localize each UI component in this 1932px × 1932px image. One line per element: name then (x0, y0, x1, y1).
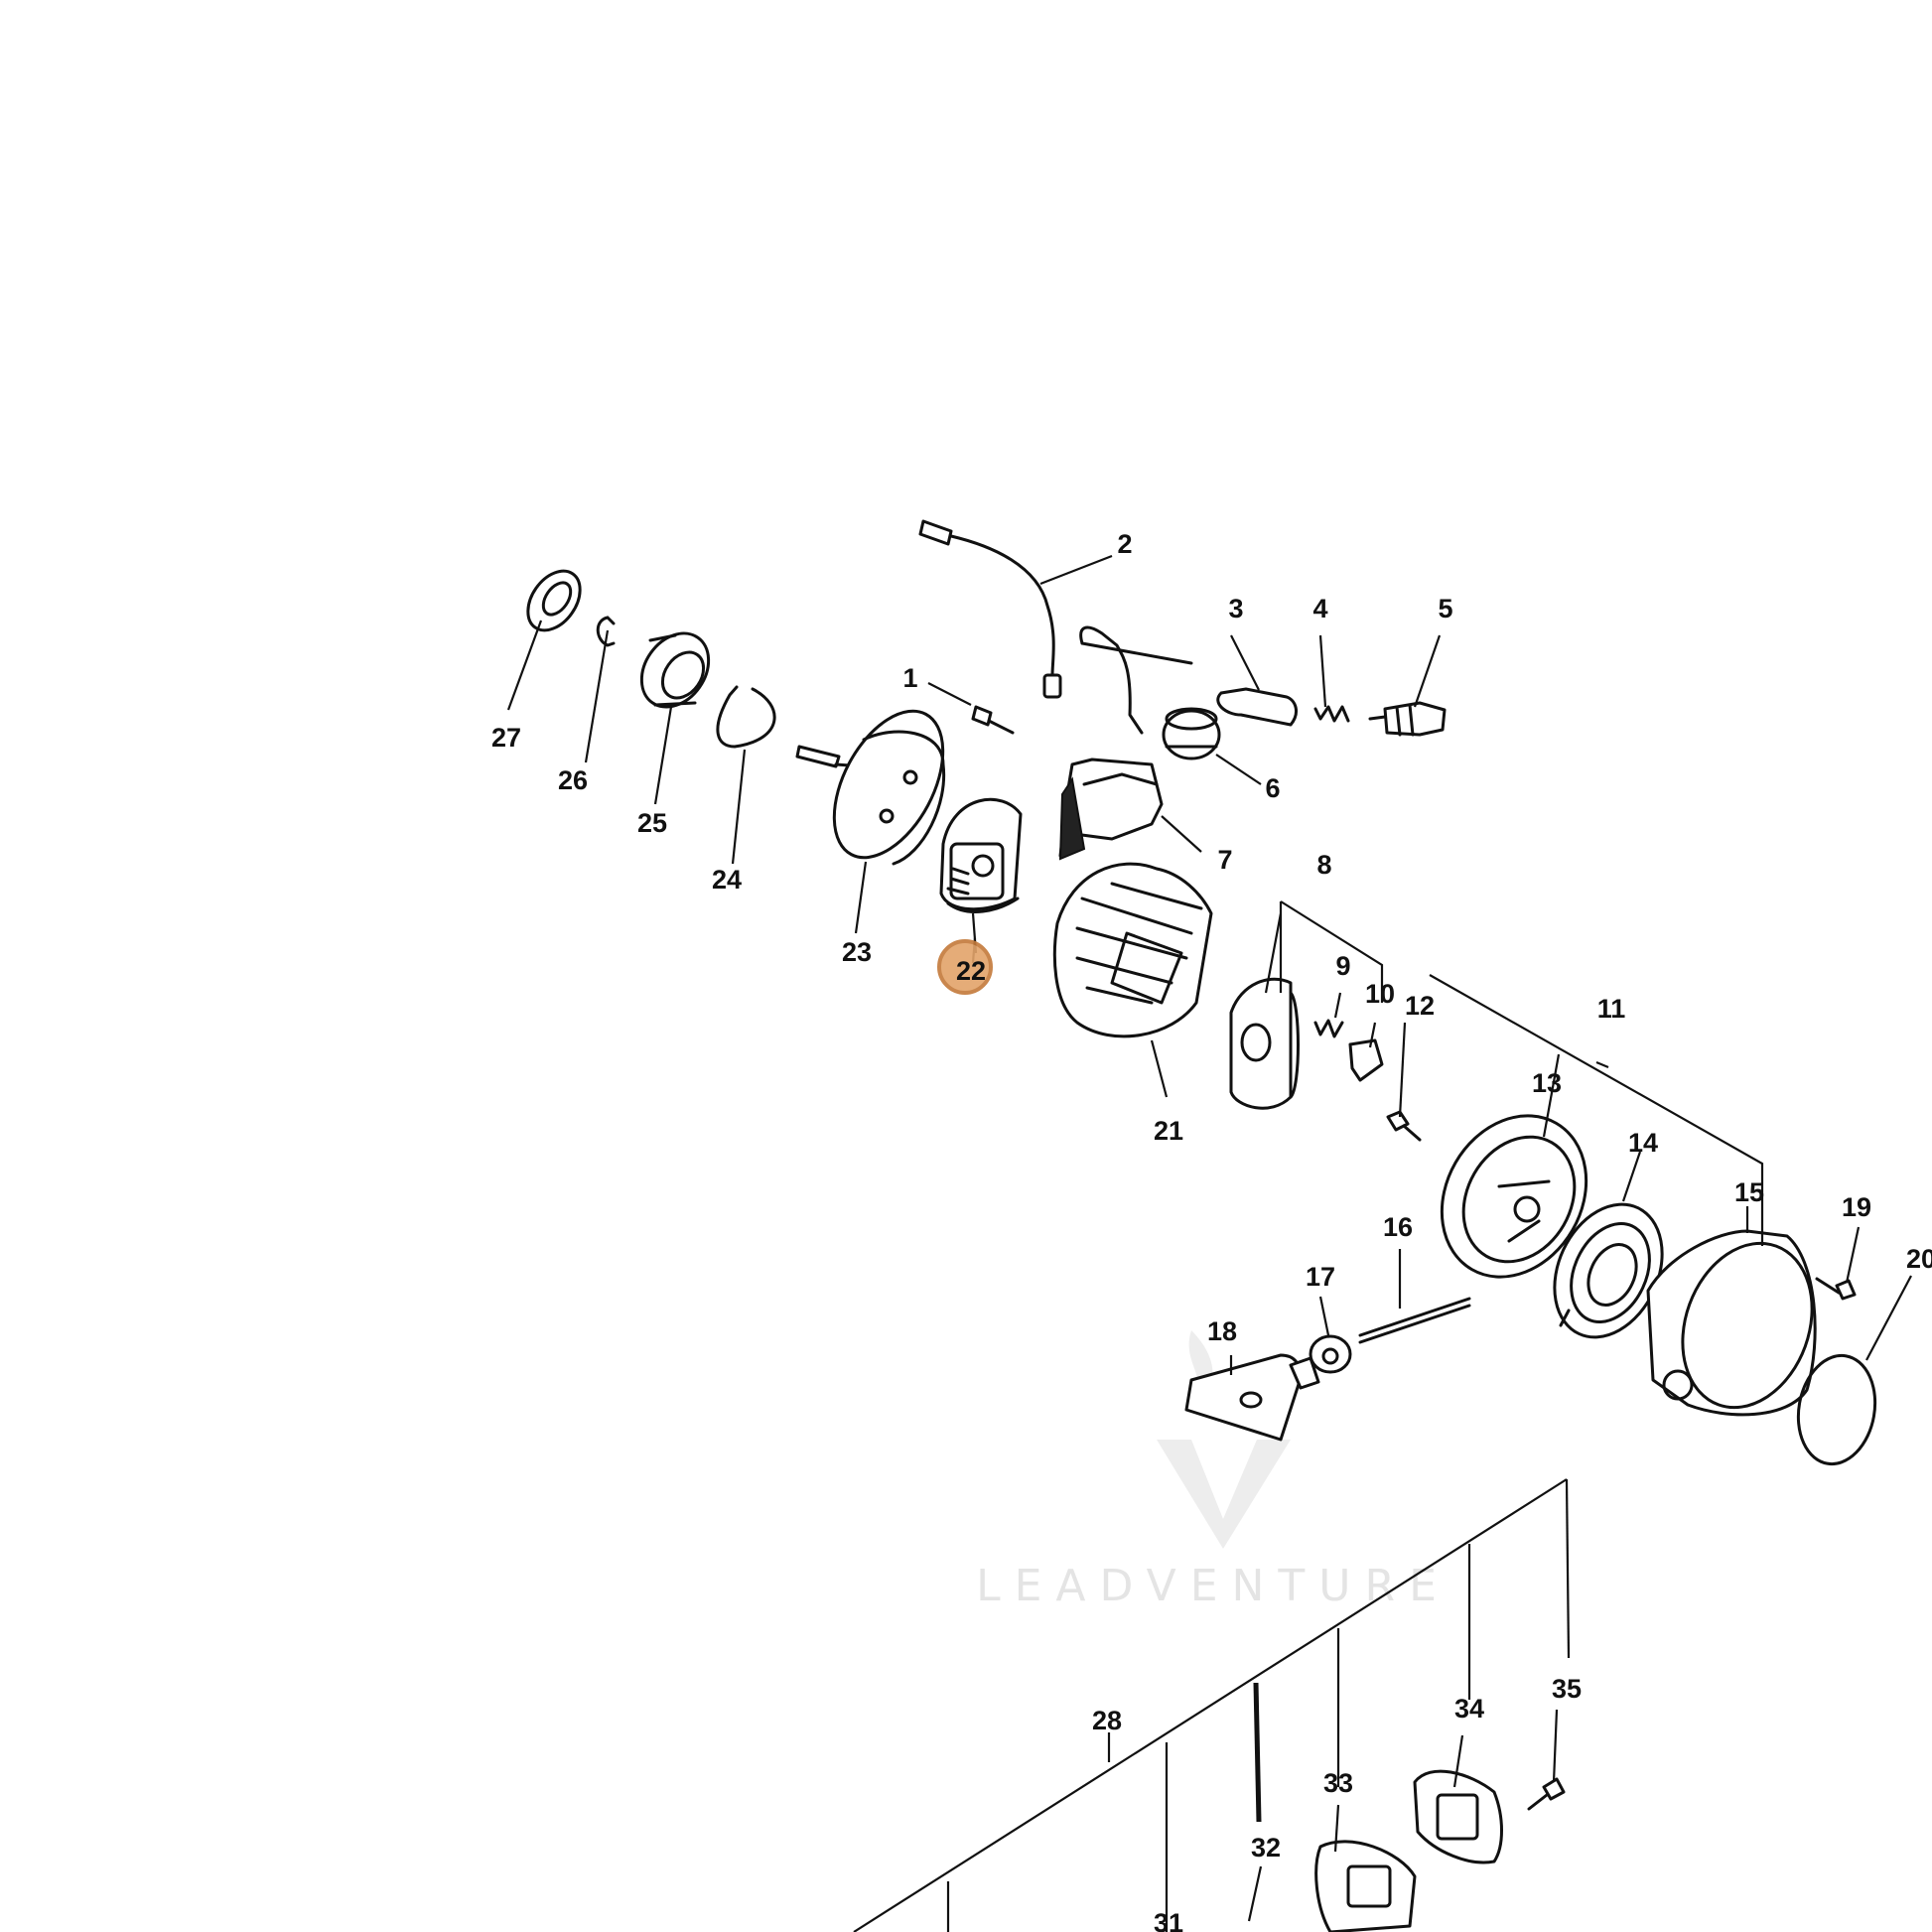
callout-17[interactable]: 17 (1306, 1262, 1335, 1292)
callout-23[interactable]: 23 (842, 937, 872, 967)
callout-4[interactable]: 4 (1312, 594, 1327, 623)
callout-11[interactable]: 11 (1597, 994, 1626, 1024)
watermark: LEADVENTURE (976, 1330, 1450, 1611)
part-32-rod (1253, 1682, 1262, 1823)
part-2-ignition-wire (918, 519, 1062, 699)
callout-20[interactable]: 20 (1906, 1244, 1932, 1274)
part-34-gasket (1413, 1769, 1503, 1864)
part-15-starter-housing (1646, 1229, 1817, 1417)
part-9-spring (1313, 1019, 1344, 1038)
callout-24[interactable]: 24 (712, 865, 742, 895)
part-35-bolt (1527, 1777, 1566, 1811)
callout-26[interactable]: 26 (558, 765, 588, 795)
part-3-plug-cap (1216, 687, 1298, 727)
part-17-rope-bushing (1309, 1334, 1352, 1374)
callout-3[interactable]: 3 (1228, 594, 1243, 623)
callout-12[interactable]: 12 (1405, 991, 1435, 1021)
callout-14[interactable]: 14 (1628, 1128, 1658, 1158)
highlight-marker (937, 939, 993, 995)
part-4-spring (1313, 705, 1350, 723)
callout-6[interactable]: 6 (1265, 773, 1280, 803)
part-6-grommet (1162, 707, 1221, 760)
leader-lines (506, 554, 1912, 1932)
callout-35[interactable]: 35 (1552, 1674, 1582, 1704)
callout-7[interactable]: 7 (1217, 845, 1232, 875)
callout-22[interactable]: 22 (956, 956, 986, 986)
part-25-bearing (639, 631, 711, 709)
callout-13[interactable]: 13 (1532, 1068, 1562, 1098)
callout-5[interactable]: 5 (1438, 594, 1452, 623)
part-26-circlip (596, 616, 616, 647)
callout-34[interactable]: 34 (1454, 1694, 1484, 1724)
part-12-bolt (1386, 1110, 1422, 1142)
callout-9[interactable]: 9 (1335, 951, 1350, 981)
callout-18[interactable]: 18 (1207, 1316, 1237, 1346)
callout-32[interactable]: 32 (1251, 1833, 1281, 1863)
callout-25[interactable]: 25 (637, 808, 667, 838)
callout-2[interactable]: 2 (1117, 529, 1132, 559)
part-27-oil-seal (526, 569, 582, 632)
callout-33[interactable]: 33 (1323, 1768, 1353, 1798)
part-20-seal-ring (1796, 1353, 1877, 1466)
callout-16[interactable]: 16 (1383, 1212, 1413, 1242)
part-19-bolt (1815, 1277, 1857, 1301)
callout-15[interactable]: 15 (1734, 1177, 1764, 1207)
callout-19[interactable]: 19 (1842, 1192, 1871, 1222)
part-23-clutch-drum (795, 709, 946, 866)
part-8-ratchet-assembly (1229, 977, 1300, 1110)
part-13-rope-pulley (1440, 1114, 1588, 1279)
part-24-snap-ring (716, 685, 776, 749)
part-16-starter-rope (1358, 1297, 1471, 1344)
part-5-spark-plug (1368, 701, 1447, 737)
callout-1[interactable]: 1 (902, 663, 917, 693)
watermark-text: LEADVENTURE (976, 1561, 1450, 1611)
callout-labels: 27 26 25 24 23 22 1 2 3 4 5 6 7 8 9 10 1… (491, 529, 1932, 1932)
callout-21[interactable]: 21 (1154, 1116, 1183, 1146)
part-22-clutch (939, 797, 1023, 913)
part-1-bolt (971, 705, 1015, 735)
callout-10[interactable]: 10 (1365, 979, 1395, 1009)
watermark-logo-icon (1157, 1330, 1291, 1549)
callout-28[interactable]: 28 (1092, 1706, 1122, 1735)
part-32-gasket (1314, 1840, 1417, 1932)
callout-31[interactable]: 31 (1154, 1908, 1183, 1932)
part-7-ignition-coil (1058, 625, 1193, 861)
callout-27[interactable]: 27 (491, 723, 521, 753)
callout-8[interactable]: 8 (1316, 850, 1331, 880)
part-10-pawl (1348, 1038, 1384, 1082)
part-18-starter-handle (1184, 1353, 1320, 1442)
part-21-flywheel (1052, 862, 1213, 1038)
